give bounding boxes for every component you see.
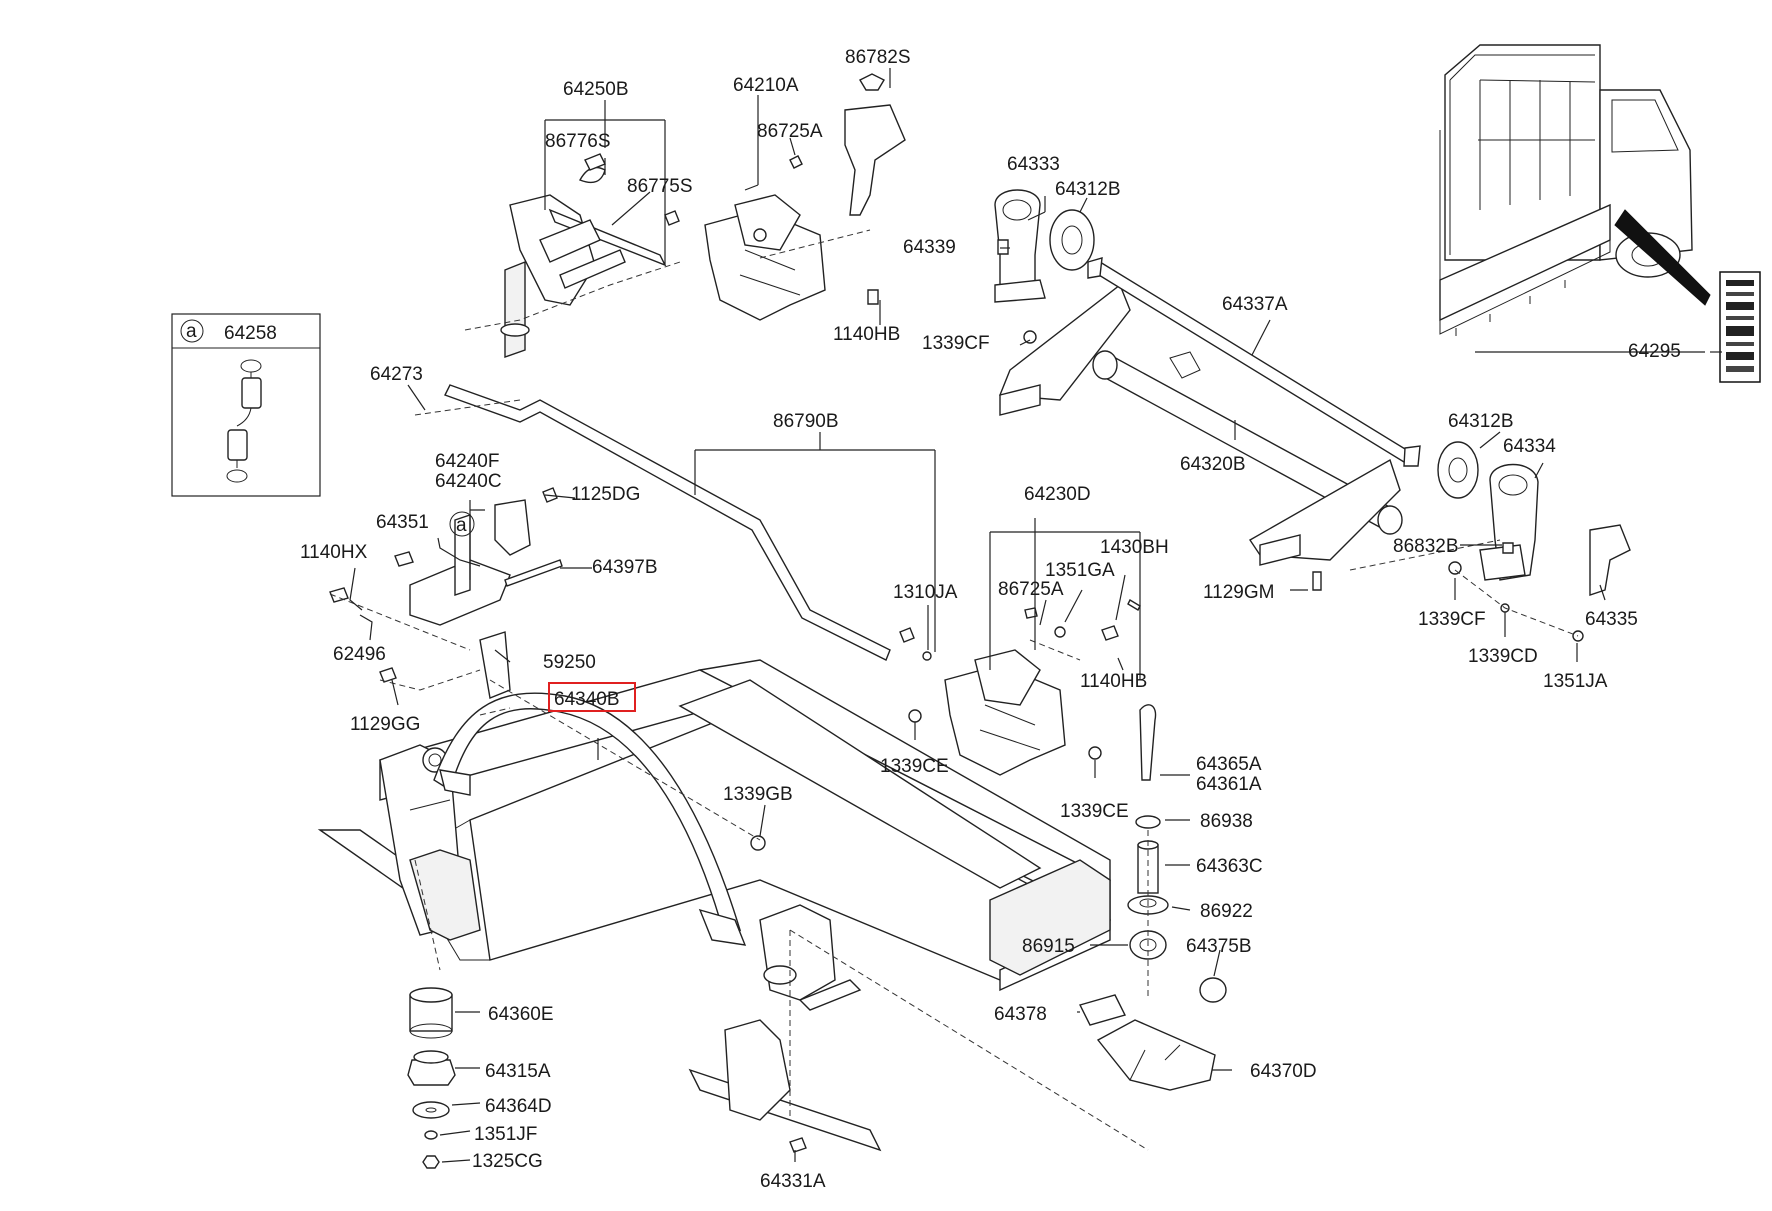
label-64360E[interactable]: 64360E (488, 1004, 554, 1025)
part-64364D-washer (412, 1101, 450, 1119)
label-1140HB-mid[interactable]: 1140HB (1080, 671, 1147, 692)
label-64351[interactable]: 64351 (376, 512, 429, 533)
part-64378-plate (1078, 994, 1127, 1026)
label-62496[interactable]: 62496 (333, 644, 386, 665)
label-64312B-right[interactable]: 64312B (1448, 411, 1514, 432)
label-64312B-top[interactable]: 64312B (1055, 179, 1121, 200)
label-64397B[interactable]: 64397B (592, 557, 658, 578)
part-64230D-bracket (944, 649, 1066, 776)
label-86922[interactable]: 86922 (1200, 901, 1253, 922)
part-64337A-torsion-bar (1087, 257, 1421, 467)
part-64240-lever (409, 499, 531, 699)
label-64315A[interactable]: 64315A (485, 1061, 551, 1082)
label-64331A[interactable]: 64331A (760, 1171, 826, 1192)
part-64320B-axle-tube (998, 283, 1403, 566)
marker-a: a (456, 515, 467, 536)
callout-labels: 64250B 64210A 86782S 86776S 86725A 86775… (300, 47, 1681, 1192)
part-64334-bracket (1479, 463, 1539, 581)
label-1125DG[interactable]: 1125DG (571, 484, 640, 505)
label-64378[interactable]: 64378 (994, 1004, 1047, 1025)
label-1129GM[interactable]: 1129GM (1203, 582, 1274, 603)
label-1339CF-top[interactable]: 1339CF (922, 333, 990, 354)
label-64361A[interactable]: 64361A (1196, 774, 1262, 795)
label-64363C[interactable]: 64363C (1196, 856, 1263, 877)
label-86725A-top[interactable]: 86725A (757, 121, 823, 142)
label-86832B[interactable]: 86832B (1393, 536, 1459, 557)
part-64333-bracket (994, 189, 1046, 303)
label-64210A[interactable]: 64210A (733, 75, 799, 96)
label-1351GA[interactable]: 1351GA (1045, 560, 1115, 581)
part-1351JF-washer (424, 1130, 438, 1140)
part-64340B-hoop (433, 692, 747, 946)
label-86790B[interactable]: 86790B (773, 411, 839, 432)
label-1129GG[interactable]: 1129GG (350, 714, 420, 735)
label-1351JF[interactable]: 1351JF (474, 1124, 537, 1145)
label-64335[interactable]: 64335 (1585, 609, 1638, 630)
label-64364D[interactable]: 64364D (485, 1096, 552, 1117)
label-59250[interactable]: 59250 (543, 652, 596, 673)
label-64340B[interactable]: 64340B (554, 689, 620, 710)
part-64250B-assembly (500, 166, 667, 358)
label-86725A-mid[interactable]: 86725A (998, 579, 1064, 600)
label-86938[interactable]: 86938 (1200, 811, 1253, 832)
leader-lines (349, 68, 1722, 1163)
label-64370D[interactable]: 64370D (1250, 1061, 1317, 1082)
label-64250B[interactable]: 64250B (563, 79, 629, 100)
label-64339[interactable]: 64339 (903, 237, 956, 258)
label-1339CD[interactable]: 1339CD (1468, 646, 1538, 667)
label-64230D[interactable]: 64230D (1024, 484, 1091, 505)
label-64320B[interactable]: 64320B (1180, 454, 1246, 475)
label-1339CE-left[interactable]: 1339CE (880, 756, 949, 777)
part-64397B-strap (504, 559, 563, 587)
inset-64258: a 64258 (171, 313, 321, 497)
hardware-fasteners (329, 153, 1584, 1153)
label-64273[interactable]: 64273 (370, 364, 423, 385)
label-64240F[interactable]: 64240F (435, 451, 499, 472)
part-1325CG-nut (422, 1155, 440, 1169)
part-86938-washer (1135, 815, 1161, 829)
label-1310JA[interactable]: 1310JA (893, 582, 958, 603)
label-sticker-64295 (1719, 271, 1761, 383)
label-64334[interactable]: 64334 (1503, 436, 1556, 457)
label-1339CE-right[interactable]: 1339CE (1060, 801, 1129, 822)
label-64375B[interactable]: 64375B (1186, 936, 1252, 957)
part-64312B-bushing-top (1049, 209, 1095, 271)
label-64337A[interactable]: 64337A (1222, 294, 1288, 315)
highlight-box-64340B (548, 682, 636, 712)
label-1140HB-top[interactable]: 1140HB (833, 324, 900, 345)
part-64335-bracket (1589, 524, 1631, 596)
label-1339CF-right[interactable]: 1339CF (1418, 609, 1486, 630)
part-64370D-bracket (1096, 1019, 1216, 1091)
label-64295[interactable]: 64295 (1628, 341, 1681, 362)
part-64315A-mount (407, 1050, 456, 1086)
label-1339GB[interactable]: 1339GB (723, 784, 793, 805)
part-64210A-bracket (704, 194, 826, 321)
label-86915[interactable]: 86915 (1022, 936, 1075, 957)
label-1325CG[interactable]: 1325CG (472, 1151, 543, 1172)
part-64360E-mount (409, 987, 453, 1039)
label-1351JA[interactable]: 1351JA (1543, 671, 1608, 692)
reference-lines (329, 229, 1579, 1151)
part-86790B-rod (444, 384, 891, 661)
label-1140HX[interactable]: 1140HX (300, 542, 368, 563)
label-64365A[interactable]: 64365A (1196, 754, 1262, 775)
part-64312B-bushing-right (1437, 441, 1479, 499)
label-1430BH[interactable]: 1430BH (1100, 537, 1169, 558)
label-64240C[interactable]: 64240C (435, 471, 502, 492)
part-64365A-hook (1139, 704, 1157, 781)
label-64333[interactable]: 64333 (1007, 154, 1060, 175)
label-86776S[interactable]: 86776S (545, 131, 611, 152)
inset-marker-a: a (186, 321, 197, 342)
label-86775S[interactable]: 86775S (627, 176, 693, 197)
chassis-frame (317, 659, 1111, 1152)
label-86782S[interactable]: 86782S (845, 47, 911, 68)
part-86782S-clip (844, 73, 906, 216)
truck-illustration (1439, 44, 1711, 336)
part-64375B-nut (1199, 977, 1227, 1003)
label-64258[interactable]: 64258 (224, 323, 277, 344)
